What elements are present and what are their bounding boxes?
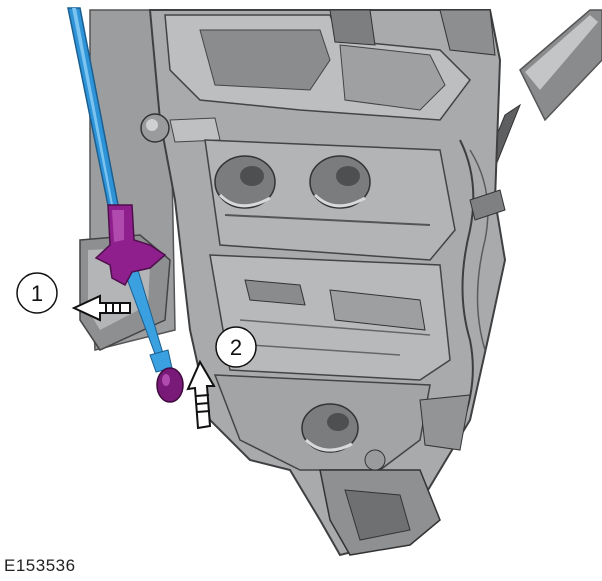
mounting-hole-upper-right <box>309 155 371 209</box>
figure-id-label: E153536 <box>4 556 76 575</box>
callout-2-label: 2 <box>230 335 242 360</box>
mounting-hole-upper-left <box>214 155 276 209</box>
direction-arrow-2 <box>186 359 216 430</box>
direction-arrow-1 <box>71 294 131 322</box>
mounting-hole-lower <box>301 403 359 453</box>
cable-clip <box>94 204 167 287</box>
latch-body <box>140 9 507 557</box>
cable-end-fitting <box>149 349 184 403</box>
callout-1: 1 <box>16 272 58 314</box>
callout-2: 2 <box>215 326 257 368</box>
release-cable <box>67 7 166 363</box>
callout-1-label: 1 <box>31 281 43 306</box>
